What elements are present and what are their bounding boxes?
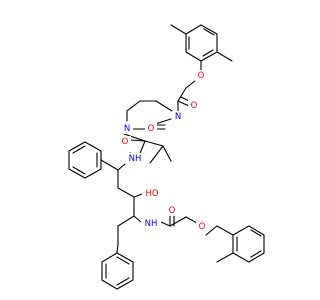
bond (250, 229, 262, 237)
atom-o-amide-1: O (119, 136, 131, 147)
atom-o-urea: O (145, 123, 157, 134)
atom-label: O (122, 137, 129, 147)
bond (185, 51, 202, 62)
atom-label: O (198, 71, 205, 81)
bond (216, 225, 234, 236)
bond (205, 225, 218, 236)
bond (72, 166, 86, 175)
bond (126, 100, 141, 112)
atom-nh-amide-2: NH (141, 218, 161, 229)
bond (160, 221, 171, 227)
bond (155, 100, 173, 112)
atom-label: O (199, 222, 206, 232)
atom-label: HO (145, 189, 158, 199)
bond (170, 24, 187, 35)
bond (185, 24, 202, 35)
atom-o-carbonyl-acyl: O (188, 100, 200, 111)
atom-label: O (148, 124, 155, 134)
label-backdrop (125, 153, 145, 164)
bond (216, 51, 233, 62)
bond (162, 145, 172, 162)
bond (149, 145, 164, 164)
label-backdrop (141, 218, 161, 229)
bond (248, 252, 265, 263)
bond (177, 100, 190, 107)
bond (133, 193, 143, 198)
bond (117, 163, 126, 171)
label-backdrop (166, 205, 178, 216)
molecule-structure: O O N O N O NH HO (68, 24, 265, 290)
bond (117, 187, 135, 198)
bond (116, 243, 119, 254)
bond (169, 216, 187, 227)
atom-labels: O O N O N O NH HO (119, 70, 208, 232)
label-backdrop (195, 70, 207, 81)
atom-ho-hydroxyl: HO (142, 188, 162, 199)
bond (177, 87, 187, 102)
bond (101, 279, 118, 290)
bond (116, 252, 134, 263)
atom-label: NH (129, 154, 142, 164)
bond (185, 216, 198, 224)
bond (84, 168, 102, 179)
bond (117, 215, 135, 227)
bond (123, 133, 146, 142)
bond (101, 252, 118, 263)
atom-o-ether-bottom: O (196, 221, 208, 232)
label-backdrop (188, 100, 200, 111)
label-backdrop (121, 123, 133, 134)
bond (250, 250, 262, 258)
atom-o-amide-2: O (166, 205, 178, 216)
bond (200, 24, 218, 35)
bond (248, 225, 265, 236)
bond (68, 141, 86, 152)
label-backdrop (196, 221, 208, 232)
atom-n-ring-2: N (121, 123, 133, 134)
bond (185, 79, 197, 89)
bond (116, 277, 130, 286)
bond (72, 145, 86, 154)
bond (232, 252, 250, 263)
label-backdrop (142, 188, 162, 199)
bond (68, 168, 86, 179)
atom-o-ether-top: O (195, 70, 207, 81)
bond (130, 139, 146, 142)
atom-label: NH (145, 219, 158, 229)
bond (200, 51, 218, 62)
bond (133, 215, 142, 223)
bond (203, 28, 215, 36)
bond (144, 140, 164, 147)
label-backdrop (145, 123, 157, 134)
label-backdrop (119, 136, 131, 147)
atom-label: O (169, 206, 176, 216)
label-backdrop (172, 111, 184, 122)
bond (116, 256, 130, 265)
bond (100, 159, 119, 171)
bond (116, 279, 134, 290)
bond-layer (68, 24, 265, 290)
bond (202, 49, 214, 57)
bond (232, 225, 250, 236)
atom-label: O (191, 101, 198, 111)
atom-n-ring-1: N (172, 111, 184, 122)
atom-label: N (175, 112, 181, 122)
atom-nh-amide-1: NH (125, 153, 145, 164)
bond (84, 141, 102, 152)
bond (216, 252, 234, 263)
atom-label: N (124, 124, 130, 134)
